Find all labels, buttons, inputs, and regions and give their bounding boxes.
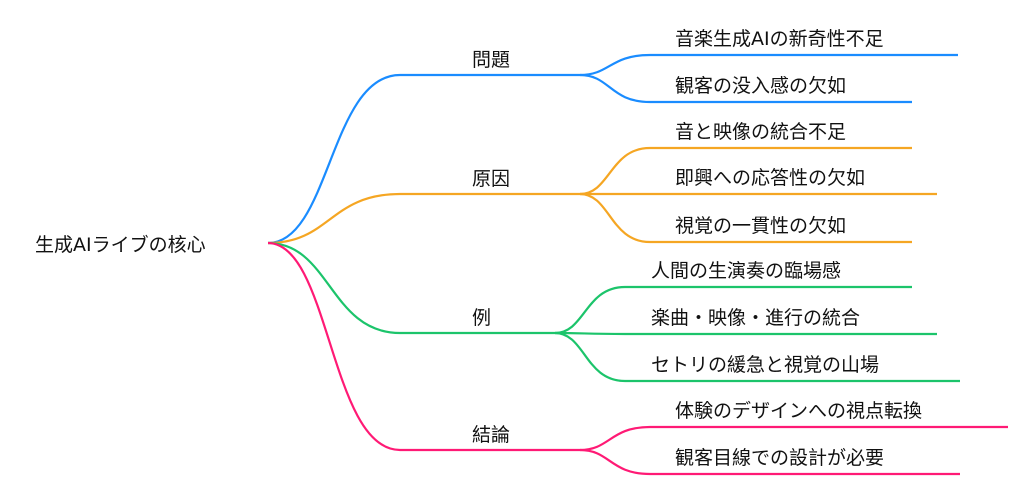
leaf-connector <box>579 425 1008 452</box>
leaf-connector <box>579 192 912 244</box>
leaf-node[interactable]: 楽曲・映像・進行の統合 <box>651 307 860 329</box>
branch-connector <box>267 241 555 335</box>
branch-connector <box>267 73 580 245</box>
leaf-connector <box>579 73 912 104</box>
leaf-connector <box>554 285 912 335</box>
leaf-connector <box>554 331 937 336</box>
branch-node[interactable]: 例 <box>472 307 491 329</box>
leaf-node[interactable]: 観客目線での設計が必要 <box>675 447 884 469</box>
leaf-connector <box>554 331 960 383</box>
branch-connector <box>267 241 580 452</box>
leaf-node[interactable]: セトリの緩急と視覚の山場 <box>651 354 879 376</box>
branch-node[interactable]: 結論 <box>472 424 510 446</box>
root-node[interactable]: 生成AIライブの核心 <box>35 233 206 256</box>
leaf-connector <box>579 146 912 196</box>
branch-node[interactable]: 原因 <box>472 168 510 190</box>
branch-node[interactable]: 問題 <box>472 49 510 71</box>
leaf-node[interactable]: 音と映像の統合不足 <box>675 121 846 143</box>
leaf-node[interactable]: 人間の生演奏の臨場感 <box>651 260 841 282</box>
leaf-node[interactable]: 即興への応答性の欠如 <box>675 167 865 189</box>
leaf-node[interactable]: 観客の没入感の欠如 <box>675 75 846 97</box>
leaf-connector <box>579 53 958 77</box>
leaf-node[interactable]: 視覚の一貫性の欠如 <box>675 215 846 237</box>
leaf-node[interactable]: 体験のデザインへの視点転換 <box>675 400 922 422</box>
leaf-connector <box>579 448 960 476</box>
branch-connector <box>267 192 580 245</box>
leaf-node[interactable]: 音楽生成AIの新奇性不足 <box>675 28 884 50</box>
